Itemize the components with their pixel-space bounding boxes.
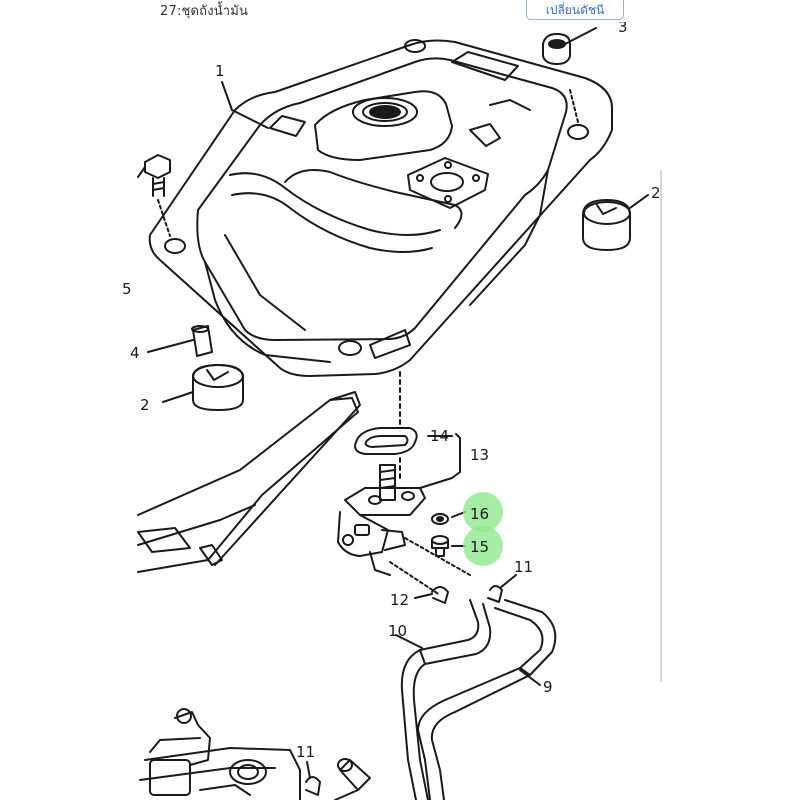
clip-12 bbox=[431, 586, 449, 604]
clip-11-upper bbox=[487, 585, 503, 603]
label-9: 9 bbox=[543, 678, 553, 696]
grommet-3 bbox=[542, 33, 579, 123]
fuel-cock-13 bbox=[337, 464, 426, 576]
label-14: 14 bbox=[430, 427, 449, 445]
label-4: 4 bbox=[130, 344, 140, 362]
label-1: 1 bbox=[215, 62, 225, 80]
change-index-button[interactable]: เปลี่ยนดัชนี bbox=[526, 0, 624, 20]
header-bar: 27:ชุดถังน้ำมัน เปลี่ยนดัชนี bbox=[0, 0, 800, 22]
label-5: 5 bbox=[122, 280, 132, 298]
label-15: 15 bbox=[470, 538, 489, 556]
carburetor bbox=[139, 708, 301, 801]
label-3: 3 bbox=[618, 18, 628, 36]
screw-15 bbox=[431, 535, 449, 557]
label-11-lower: 11 bbox=[296, 743, 315, 761]
collar-4 bbox=[191, 325, 213, 357]
gasket-14 bbox=[354, 427, 418, 455]
grommet-left bbox=[192, 364, 244, 411]
label-12: 12 bbox=[390, 591, 409, 609]
label-11-upper: 11 bbox=[514, 558, 533, 576]
hose-9 bbox=[417, 599, 557, 801]
tube-stub bbox=[334, 758, 371, 801]
scroll-track bbox=[660, 170, 662, 682]
hose-10 bbox=[400, 599, 492, 801]
label-10: 10 bbox=[388, 622, 407, 640]
label-16: 16 bbox=[470, 505, 489, 523]
highlight-15 bbox=[463, 526, 503, 566]
fuel-tank bbox=[148, 39, 613, 377]
label-2-right: 2 bbox=[651, 184, 661, 202]
clip-11-lower bbox=[305, 776, 321, 796]
grommet-right bbox=[582, 199, 631, 251]
label-2-left: 2 bbox=[140, 396, 150, 414]
bolt-5 bbox=[144, 154, 171, 237]
washer-16 bbox=[431, 513, 449, 525]
label-13: 13 bbox=[470, 446, 489, 464]
highlight-16 bbox=[463, 492, 503, 532]
frame-bracket bbox=[137, 391, 361, 573]
page-title: 27:ชุดถังน้ำมัน bbox=[160, 4, 249, 19]
